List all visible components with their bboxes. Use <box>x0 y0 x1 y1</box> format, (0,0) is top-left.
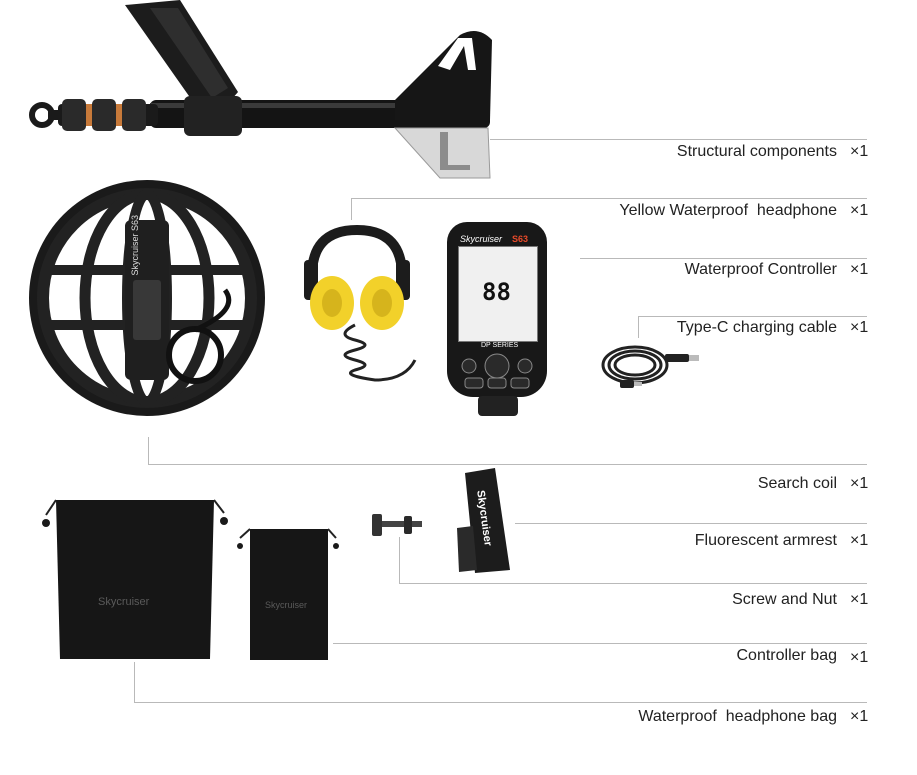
item-label-waterproof-controller: Waterproof Controller <box>684 261 837 278</box>
item-qty-yellow-headphone: ×1 <box>850 202 869 219</box>
item-qty-screw-and-nut: ×1 <box>850 591 869 608</box>
callout-line-controller-bag <box>333 643 867 644</box>
item-label-controller-bag: Controller bag <box>736 647 838 664</box>
item-qty-controller-bag: ×1 <box>850 649 869 666</box>
controller-screen <box>458 246 538 342</box>
type-c-cable-image <box>601 345 699 388</box>
item-label-type-c-cable: Type-C charging cable <box>676 319 837 336</box>
headphone-image <box>304 224 417 382</box>
callout-line-headphone-drop <box>351 198 352 220</box>
controller-bag-image <box>237 528 339 660</box>
callout-line-screw-drop <box>399 537 400 583</box>
controller-series: DP SERIES <box>481 342 519 349</box>
controller-base <box>478 396 518 416</box>
callout-line-screw <box>399 583 867 584</box>
item-qty-structural-components: ×1 <box>850 143 869 160</box>
callout-line-coil-drop <box>148 437 149 464</box>
item-qty-search-coil: ×1 <box>850 475 869 492</box>
structural-components-image <box>29 0 492 179</box>
screw-and-nut-image <box>372 514 422 536</box>
item-label-screw-and-nut: Screw and Nut <box>732 591 837 608</box>
item-qty-type-c-cable: ×1 <box>850 319 869 336</box>
item-label-search-coil: Search coil <box>757 475 837 492</box>
item-label-fluorescent-armrest: Fluorescent armrest <box>694 532 837 549</box>
callout-line-structural <box>490 139 867 140</box>
callout-line-cable-drop <box>638 316 639 338</box>
callout-line-coil <box>148 464 867 465</box>
callout-line-armrest <box>515 523 867 524</box>
item-label-structural-components: Structural components <box>676 143 837 160</box>
controller-display-number: 88 <box>482 278 511 306</box>
coil-brand-text: Skycruiser S63 <box>130 215 140 276</box>
headphone-bag-brand: Skycruiser <box>98 596 150 608</box>
controller-brand: Skycruiser <box>460 234 503 244</box>
callout-line-headphone <box>351 198 867 199</box>
item-qty-headphone-bag: ×1 <box>850 708 869 725</box>
callout-line-controller <box>580 258 867 259</box>
callout-line-headphone-bag-drop <box>134 662 135 702</box>
headphone-bag-image <box>42 499 228 659</box>
controller-bag-brand: Skycruiser <box>265 600 308 610</box>
item-label-headphone-bag: Waterproof headphone bag <box>638 708 837 725</box>
controller-buttons <box>461 353 533 389</box>
item-qty-fluorescent-armrest: ×1 <box>850 532 869 549</box>
callout-line-cable <box>638 316 867 317</box>
controller-model: S63 <box>512 234 529 244</box>
callout-line-headphone-bag <box>134 702 867 703</box>
item-label-yellow-headphone: Yellow Waterproof headphone <box>619 202 837 219</box>
item-qty-waterproof-controller: ×1 <box>850 261 869 278</box>
search-coil-image <box>29 180 265 416</box>
fluorescent-armrest-image <box>457 468 510 573</box>
